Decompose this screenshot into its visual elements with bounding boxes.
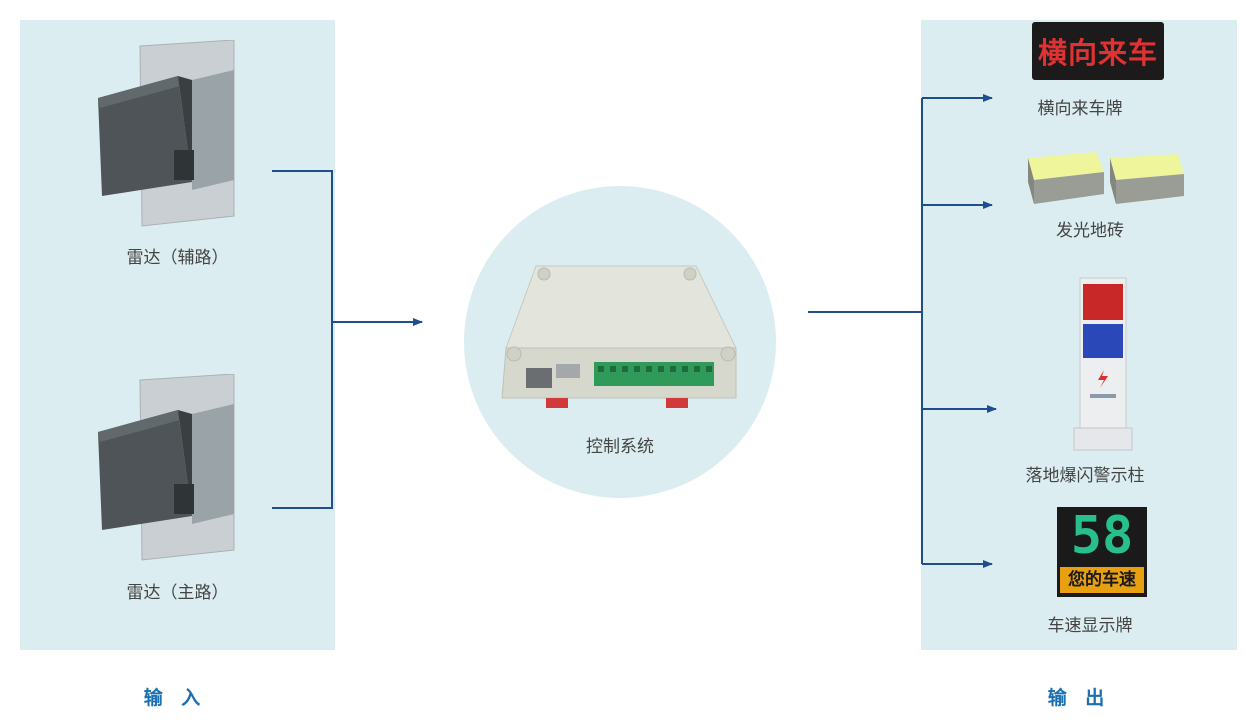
- speed-sign-value: 58: [1070, 506, 1134, 566]
- cross-traffic-sign: 横向来车: [1032, 22, 1164, 80]
- speed-sign-label: 车速显示牌: [1047, 616, 1133, 636]
- cross-traffic-sign-label: 横向来车牌: [1037, 99, 1123, 119]
- radar-aux-label: 雷达（辅路）: [126, 248, 229, 268]
- radar-aux-image: [98, 40, 235, 227]
- output-title: 输 出: [1047, 687, 1111, 709]
- speed-sign: 58 您的车速: [1057, 507, 1147, 597]
- radar-main-label: 雷达（主路）: [126, 583, 229, 603]
- light-tiles-image: [1028, 152, 1184, 204]
- controller-image: [501, 265, 737, 408]
- warning-post-image: [1073, 277, 1133, 451]
- warning-post-label: 落地爆闪警示柱: [1025, 466, 1145, 486]
- radar-main-image: [98, 374, 235, 561]
- light-tiles-label: 发光地砖: [1056, 221, 1124, 241]
- controller-label: 控制系统: [586, 437, 654, 457]
- cross-traffic-sign-text: 横向来车: [1037, 36, 1158, 70]
- speed-sign-caption: 您的车速: [1060, 567, 1144, 593]
- input-title: 输 入: [143, 687, 207, 709]
- input-connector-top: [272, 170, 333, 509]
